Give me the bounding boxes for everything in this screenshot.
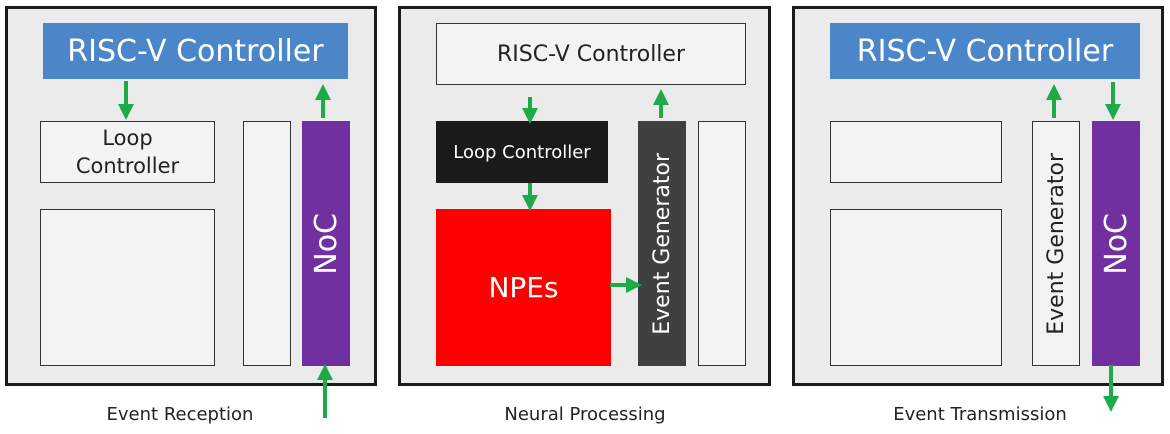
npes-label: NPEs	[488, 271, 559, 304]
risc-v-controller-label: RISC-V Controller	[67, 33, 324, 69]
risc-v-controller-label: RISC-V Controller	[496, 41, 685, 67]
event-generator-block: Event Generator	[1032, 121, 1080, 366]
noc-block: NoC	[1092, 121, 1140, 366]
noc-block: NoC	[302, 121, 350, 366]
caption-neural-processing: Neural Processing	[504, 404, 666, 425]
event-generator-block: Event Generator	[638, 121, 686, 366]
loop-controller-label: Loop Controller	[453, 141, 591, 163]
npes-block-inactive	[830, 209, 1002, 366]
risc-v-controller: RISC-V Controller	[436, 23, 746, 85]
event-generator-block-inactive	[243, 121, 291, 366]
loop-controller: Loop Controller	[436, 121, 608, 183]
loop-controller: Loop Controller	[40, 121, 215, 183]
panel-event-transmission: RISC-V Controller Event Generator NoC	[792, 6, 1164, 386]
caption-event-reception: Event Reception	[106, 404, 254, 425]
npes-block: NPEs	[436, 209, 611, 366]
npes-block-inactive	[40, 209, 215, 366]
risc-v-controller: RISC-V Controller	[830, 23, 1140, 79]
noc-block-inactive	[698, 121, 746, 366]
loop-controller-block-inactive	[830, 121, 1002, 183]
panel-event-reception: RISC-V Controller Loop Controller NoC	[5, 6, 377, 386]
risc-v-controller: RISC-V Controller	[43, 23, 348, 79]
caption-event-transmission: Event Transmission	[893, 404, 1067, 425]
loop-controller-label: Loop Controller	[75, 126, 180, 178]
risc-v-controller-label: RISC-V Controller	[856, 33, 1114, 69]
panel-neural-processing: RISC-V Controller Loop Controller NPEs E…	[398, 6, 771, 386]
